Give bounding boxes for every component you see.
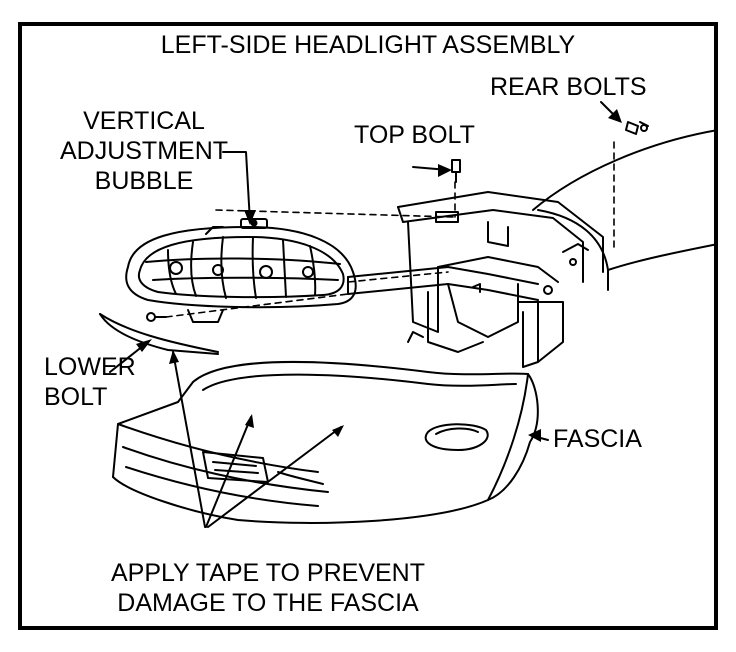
diagram-title: LEFT-SIDE HEADLIGHT ASSEMBLY bbox=[160, 31, 576, 59]
label-fascia: FASCIA bbox=[553, 425, 642, 453]
fender-panel bbox=[532, 129, 718, 291]
upper-fascia-strip bbox=[99, 313, 219, 355]
diagram-frame: LEFT-SIDE HEADLIGHT ASSEMBLY REAR BOLTS … bbox=[18, 22, 718, 630]
arrowheads bbox=[136, 109, 622, 442]
top-bolt-hardware bbox=[451, 159, 461, 183]
rear-bolts-hardware bbox=[625, 121, 649, 135]
adjustment-bubble-vial bbox=[240, 218, 268, 229]
leader-lines bbox=[109, 101, 619, 528]
label-rear-bolts: REAR BOLTS bbox=[490, 73, 647, 101]
radiator-support-bracket bbox=[347, 191, 604, 368]
label-lower-bolt: LOWER BOLT bbox=[44, 353, 136, 411]
headlight-assembly-illustration bbox=[18, 22, 718, 630]
label-apply-tape: APPLY TAPE TO PREVENT DAMAGE TO THE FASC… bbox=[110, 559, 425, 617]
headlamp-housing bbox=[125, 226, 357, 323]
label-top-bolt: TOP BOLT bbox=[354, 121, 475, 149]
label-vertical-adjustment-bubble: VERTICAL ADJUSTMENT BUBBLE bbox=[59, 107, 229, 195]
lower-bolt-hardware bbox=[146, 312, 167, 322]
border bbox=[18, 22, 718, 630]
